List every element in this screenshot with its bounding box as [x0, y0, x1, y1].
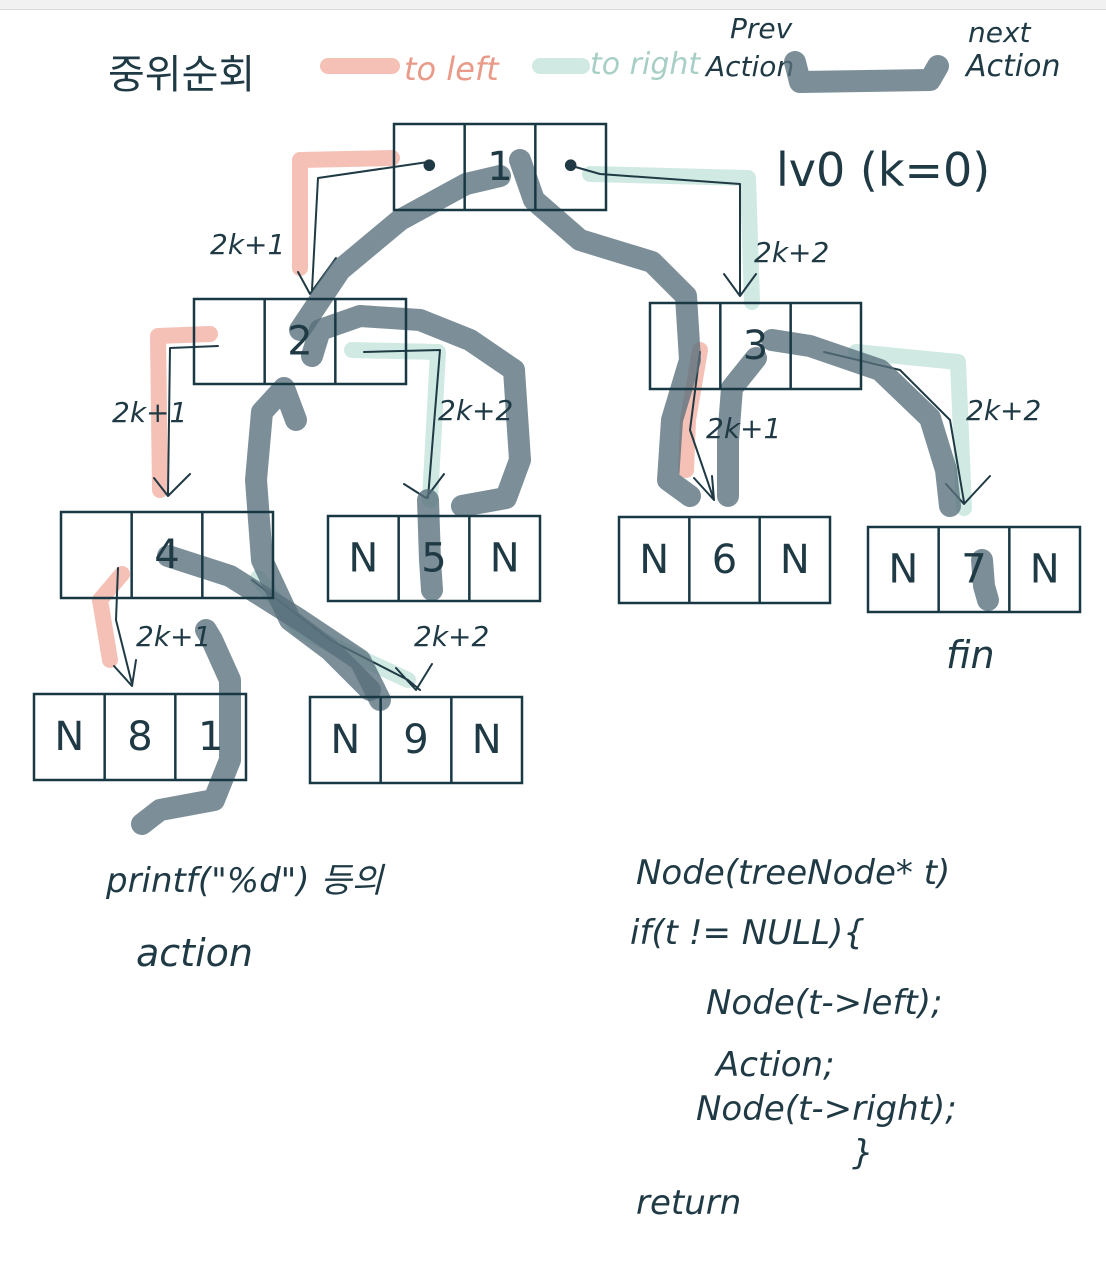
traversal-7-node: [971, 549, 999, 611]
node-right-field: •: [559, 144, 583, 190]
code-line-1: Node(treeNode* t): [636, 853, 950, 893]
traversal-action-8: [131, 619, 241, 835]
legend-prev-label-bottom: Action: [704, 50, 794, 83]
node-right-field: N: [490, 536, 520, 582]
node-box: [866, 525, 1082, 614]
node-left-field: N: [348, 536, 378, 582]
node-box: [59, 510, 275, 600]
node-left-field: N: [639, 537, 669, 583]
diagram-title: 중위순회: [108, 52, 255, 98]
traversal-3-to-7: [761, 329, 961, 517]
edge-1-to-3: [571, 165, 757, 297]
traversal-2-to-1: [289, 165, 511, 341]
edge-2-to-4: [153, 345, 219, 497]
traversal-9-to-2: [245, 377, 381, 701]
node-value-field: 7: [961, 547, 986, 593]
edge-label-4-8: 2k+1: [136, 620, 211, 653]
node-value-field: 6: [712, 537, 737, 583]
to-right-mark-2: [344, 342, 446, 508]
node-left-field: N: [888, 547, 918, 593]
node-value-field: 9: [403, 717, 428, 763]
edge-label-1-2: 2k+1: [210, 228, 285, 261]
edge-3-to-6: [689, 351, 715, 501]
node-2: 2: [192, 297, 408, 386]
code-line-7: return: [636, 1183, 741, 1223]
node-box: [32, 692, 248, 782]
code-line-6: }: [852, 1133, 874, 1173]
node-value-field: 3: [743, 323, 768, 369]
edge-label-2-5: 2k+2: [438, 394, 513, 427]
node-right-field: N: [780, 537, 810, 583]
node-left-field: •: [418, 144, 442, 190]
fin-label: fin: [946, 633, 995, 677]
node-value-field: 1: [487, 144, 512, 190]
legend-to-left-label: to left: [404, 50, 500, 88]
to-right-mark-3: [848, 344, 972, 516]
edge-label-1-3: 2k+2: [754, 236, 829, 269]
code-line-2: if(t != NULL){: [630, 913, 865, 953]
action-note-line1: printf("%d") 등의: [105, 861, 386, 901]
node-left-field: N: [54, 714, 84, 760]
node-right-field: N: [472, 717, 502, 763]
traversal-1-to-6: [509, 149, 701, 507]
code-line-3: Node(t->left);: [706, 983, 942, 1023]
level-note: lv0 (k=0): [776, 143, 990, 197]
legend-next-label-bottom: Action: [964, 49, 1060, 84]
action-note-line2: action: [136, 931, 253, 975]
edge-label-3-7: 2k+2: [966, 394, 1041, 427]
node-box: [326, 514, 542, 603]
node-right-field: N: [1030, 547, 1060, 593]
legend-to-right-label: to right: [590, 47, 701, 82]
traversal-2-to-5: [301, 305, 531, 517]
edge-1-to-2: [297, 161, 429, 295]
node-box: [308, 695, 524, 785]
edge-label-3-6: 2k+1: [706, 412, 781, 445]
node-box: [617, 515, 832, 605]
node-value-field: 2: [287, 319, 312, 365]
node-value-field: 5: [421, 536, 446, 582]
to-left-mark-4: [92, 566, 130, 668]
node-4: 4: [59, 510, 275, 600]
to-left-mark-1: [292, 150, 400, 276]
legend-next-label-top: next: [968, 16, 1032, 49]
to-right-mark-1: [582, 166, 760, 310]
traversal-5-node: [417, 489, 443, 601]
node-right-field: 1: [198, 714, 223, 760]
edge-4-to-8: [113, 567, 137, 687]
legend-prev-label-top: Prev: [730, 12, 793, 45]
node-value-field: 4: [154, 532, 179, 578]
traversal-6-to-3: [717, 347, 767, 507]
node-value-field: 8: [127, 714, 152, 760]
code-line-5: Node(t->right);: [696, 1089, 957, 1129]
code-line-4: Action;: [714, 1045, 835, 1085]
legend-traversal-arrow: [784, 51, 949, 93]
node-1: • 1 •: [392, 122, 608, 212]
to-left-mark-2: [150, 326, 218, 498]
node-box: [192, 297, 408, 386]
node-left-field: N: [330, 717, 360, 763]
node-box: [392, 122, 608, 212]
node-3: 3: [648, 301, 863, 391]
edge-label-2-4: 2k+1: [112, 396, 187, 429]
edge-label-4-9: 2k+2: [414, 620, 489, 653]
window-top-bar: [0, 0, 1106, 10]
node-box: [648, 301, 863, 391]
